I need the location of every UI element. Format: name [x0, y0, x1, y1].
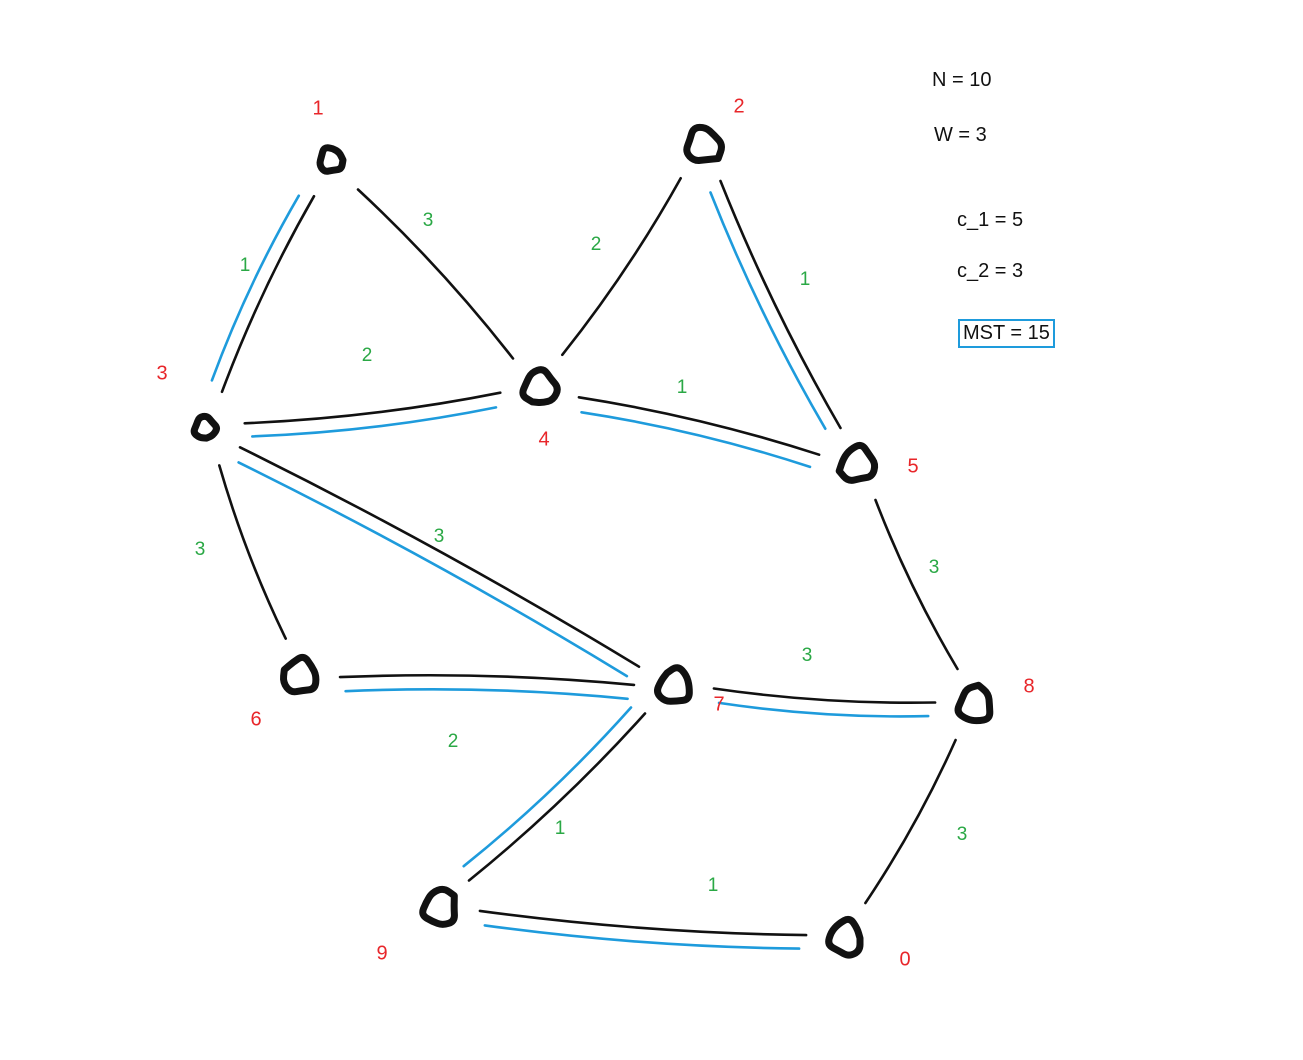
weight-label-7-9: 1 — [555, 818, 566, 839]
node-0 — [825, 915, 864, 959]
edge-1-4 — [356, 188, 515, 360]
node-7 — [654, 664, 693, 705]
mst-edge-7-9 — [462, 706, 633, 868]
node-8 — [954, 681, 994, 725]
edge-5-8 — [874, 498, 959, 671]
node-label-9: 9 — [376, 942, 387, 964]
mst-edge-6-7 — [344, 687, 629, 701]
node-5 — [835, 441, 879, 484]
weight-label-2-4: 2 — [591, 234, 602, 255]
weight-label-5-8: 3 — [929, 557, 940, 578]
node-9 — [419, 885, 458, 928]
edge-3-6 — [218, 464, 287, 640]
edge-2-5 — [719, 179, 842, 430]
node-label-6: 6 — [250, 708, 261, 730]
edge-3-7 — [238, 446, 641, 668]
node-label-8: 8 — [1023, 675, 1034, 697]
weight-label-9-0: 1 — [708, 875, 719, 896]
weight-label-8-0: 3 — [957, 824, 968, 845]
edge-4-5 — [577, 396, 821, 456]
weight-label-2-5: 1 — [800, 269, 811, 290]
mst-highlight-layer — [210, 191, 930, 950]
edge-9-0 — [478, 909, 808, 937]
mst-edge-3-7 — [237, 461, 629, 678]
weight-label-4-5: 1 — [677, 377, 688, 398]
weight-label-6-7: 2 — [448, 731, 459, 752]
node-label-7: 7 — [713, 693, 724, 715]
edge-8-0 — [864, 738, 957, 905]
node-label-1: 1 — [312, 97, 323, 119]
node-label-2: 2 — [733, 95, 744, 117]
labels-layer: 1 3 2 2 1 1 3 3 3 2 3 1 1 3 1 2 3 4 5 6 7 8 9 0 — [156, 95, 1034, 970]
node-label-4: 4 — [538, 428, 549, 450]
nodes-layer — [190, 123, 994, 959]
info-c2: c_2 = 3 — [957, 260, 1024, 282]
weight-label-1-4: 3 — [423, 210, 434, 231]
mst-total-box: MST = 15 — [958, 319, 1055, 348]
info-w: W = 3 — [934, 124, 987, 146]
node-6 — [279, 653, 320, 696]
edge-6-7 — [338, 673, 636, 687]
mst-edge-3-4 — [251, 406, 498, 438]
edge-7-9 — [467, 712, 647, 882]
node-1 — [316, 144, 347, 175]
mst-edge-2-5 — [709, 191, 827, 430]
weight-label-3-6: 3 — [195, 539, 206, 560]
edge-3-4 — [243, 391, 502, 425]
node-3 — [190, 412, 220, 442]
edges-layer — [218, 176, 959, 937]
edge-7-8 — [712, 687, 937, 705]
mst-edge-1-3 — [210, 194, 301, 382]
node-label-0: 0 — [899, 948, 910, 970]
edge-2-4 — [561, 176, 682, 357]
mst-edge-9-0 — [483, 924, 801, 950]
node-4 — [519, 366, 561, 407]
node-label-5: 5 — [907, 455, 918, 477]
weight-label-3-7: 3 — [434, 526, 445, 547]
mst-edge-4-5 — [580, 411, 812, 469]
info-n: N = 10 — [932, 69, 992, 91]
node-label-3: 3 — [156, 362, 167, 384]
weight-label-3-4: 2 — [362, 345, 373, 366]
weight-label-7-8: 3 — [802, 645, 813, 666]
mst-edge-7-8 — [717, 701, 930, 718]
weight-label-1-3: 1 — [240, 255, 251, 276]
info-c1: c_1 = 5 — [957, 209, 1024, 231]
edge-1-3 — [220, 194, 316, 394]
node-2 — [683, 123, 725, 164]
